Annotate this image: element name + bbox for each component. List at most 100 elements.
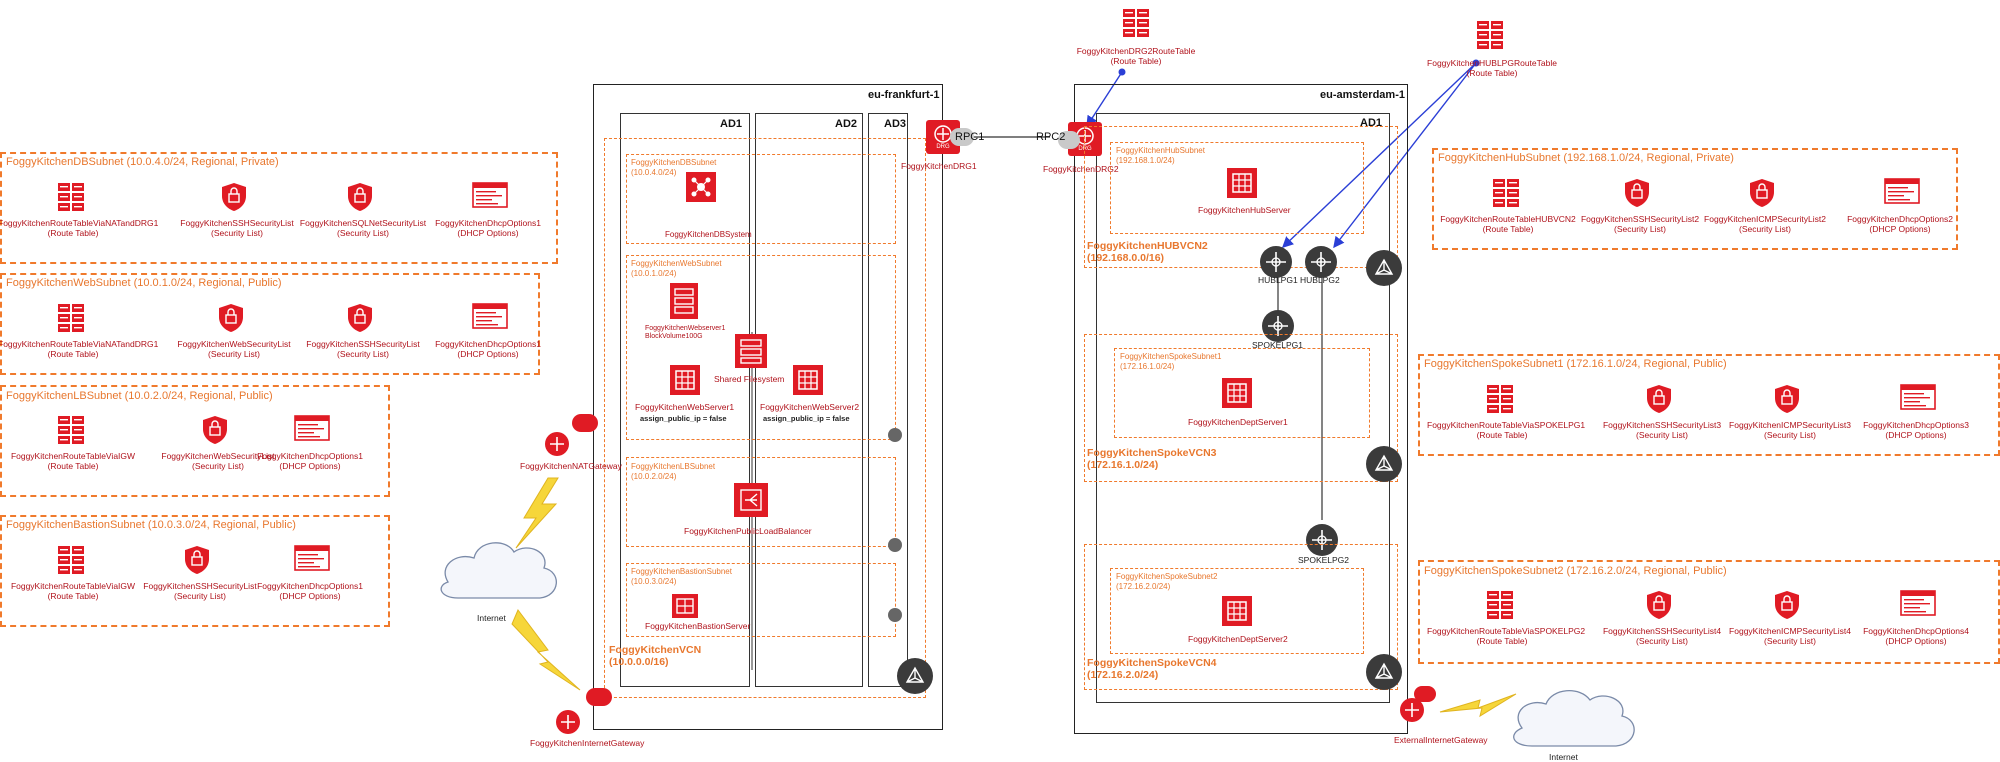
detail-item-caption: FoggyKitchenRouteTableViaIGW(Route Table…: [10, 451, 136, 471]
shared-filesystem-icon[interactable]: [735, 334, 767, 368]
assign-ip-label: assign_public_ip = false: [640, 414, 727, 423]
spoke2-subnet-box: [1110, 568, 1364, 654]
nat-gateway-icon[interactable]: [545, 432, 569, 456]
subnet-label: FoggyKitchenSpokeSubnet1(172.16.1.0/24): [1120, 352, 1222, 371]
node-label: FoggyKitchenHUBLPGRouteTable(Route Table…: [1427, 58, 1557, 78]
drg-badge: DRG: [936, 144, 950, 150]
lb-subnet-box: [626, 457, 896, 547]
spokelpg1-icon[interactable]: [1262, 310, 1294, 342]
hublpg1-icon[interactable]: [1260, 246, 1292, 278]
db-subnet-box: [626, 154, 896, 244]
assign-ip-label: assign_public_ip = false: [763, 414, 850, 423]
route-table-icon[interactable]: [1122, 8, 1150, 38]
hublpg2-icon[interactable]: [1305, 246, 1337, 278]
db-system-icon[interactable]: [686, 172, 716, 202]
shield-icon[interactable]: [202, 415, 228, 450]
dhcp-options-icon[interactable]: [472, 303, 508, 334]
shield-icon[interactable]: [1646, 384, 1672, 419]
web-subnet-box: [626, 255, 896, 440]
load-balancer-icon[interactable]: [734, 483, 768, 517]
node-label: Shared Filesystem: [714, 374, 785, 384]
lpg-label: HUBLPG2: [1300, 275, 1340, 285]
detail-item-caption: FoggyKitchenSSHSecurityList(Security Lis…: [143, 581, 257, 601]
shield-icon[interactable]: [221, 182, 247, 217]
dhcp-options-icon[interactable]: [294, 415, 330, 446]
dhcp-options-icon[interactable]: [1884, 178, 1920, 209]
detail-item-caption: FoggyKitchenSSHSecurityList(Security Lis…: [180, 218, 294, 238]
detail-item-caption: FoggyKitchenDhcpOptions3(DHCP Options): [1863, 420, 1969, 440]
hublpg-route-link-1: [1281, 62, 1477, 248]
route-table-icon[interactable]: [1486, 384, 1514, 419]
shield-icon[interactable]: [1749, 178, 1775, 213]
dhcp-options-icon[interactable]: [1900, 590, 1936, 621]
lightning-bolt-icon: [511, 609, 581, 691]
ad-label: AD3: [884, 118, 907, 130]
ad-label: AD1: [720, 118, 743, 130]
route-table-icon[interactable]: [57, 303, 85, 338]
lb-subnet-detail-box: [0, 385, 390, 497]
subnet-title: FoggyKitchenBastionSubnet (10.0.3.0/24, …: [6, 519, 296, 531]
vcn-label: FoggyKitchenSpokeVCN3(172.16.1.0/24): [1087, 447, 1217, 471]
webserver1-icon[interactable]: [670, 365, 700, 395]
vcn-label: FoggyKitchenVCN(10.0.0.0/16): [609, 644, 702, 668]
node-label: FoggyKitchenWebServer2: [760, 402, 860, 412]
shield-icon[interactable]: [1624, 178, 1650, 213]
route-table-icon[interactable]: [57, 545, 85, 580]
subnet-label: FoggyKitchenHubSubnet(192.168.1.0/24): [1116, 146, 1205, 165]
lock-icon: [888, 428, 902, 442]
rpc-label: RPC1: [955, 131, 985, 143]
webserver2-icon[interactable]: [793, 365, 823, 395]
detail-item-caption: FoggyKitchenDhcpOptions1(DHCP Options): [435, 218, 541, 238]
detail-item-caption: FoggyKitchenSSHSecurityList2(Security Li…: [1580, 214, 1700, 234]
dept-server1-icon[interactable]: [1222, 378, 1252, 408]
detail-item-caption: FoggyKitchenDhcpOptions1(DHCP Options): [257, 451, 363, 471]
region-frankfurt: [593, 84, 943, 730]
subnet-title: FoggyKitchenDBSubnet (10.0.4.0/24, Regio…: [6, 156, 279, 168]
internet-cloud-right: [1513, 690, 1635, 747]
dhcp-options-icon[interactable]: [1900, 384, 1936, 415]
shield-icon[interactable]: [1646, 590, 1672, 625]
detail-item-caption: FoggyKitchenDhcpOptions2(DHCP Options): [1847, 214, 1953, 234]
internet-gateway-icon[interactable]: [556, 710, 580, 734]
dept-server2-icon[interactable]: [1222, 596, 1252, 626]
route-table-icon[interactable]: [1476, 20, 1504, 50]
hub-server-icon[interactable]: [1227, 168, 1257, 198]
dhcp-options-icon[interactable]: [472, 182, 508, 213]
shield-icon[interactable]: [1774, 590, 1800, 625]
block-volume-icon[interactable]: [670, 283, 698, 319]
detail-item-caption: FoggyKitchenICMPSecurityList4(Security L…: [1729, 626, 1851, 646]
detail-item-caption: FoggyKitchenDhcpOptions1(DHCP Options): [257, 581, 363, 601]
subnet-title: FoggyKitchenWebSubnet (10.0.1.0/24, Regi…: [6, 277, 282, 289]
bastion-server-icon[interactable]: [672, 594, 698, 618]
shield-icon[interactable]: [184, 545, 210, 580]
lpg-label: SPOKELPG1: [1252, 340, 1304, 350]
subnet-label: FoggyKitchenSpokeSubnet2(172.16.2.0/24): [1116, 572, 1218, 591]
subnet-label: FoggyKitchenWebSubnet(10.0.1.0/24): [631, 259, 722, 278]
detail-item-caption: FoggyKitchenICMPSecurityList2(Security L…: [1704, 214, 1826, 234]
shield-icon[interactable]: [1774, 384, 1800, 419]
node-label: FoggyKitchenBastionServer: [645, 621, 751, 631]
node-label: FoggyKitchenNATGateway: [520, 461, 622, 471]
lpg-label: HUBLPG1: [1258, 275, 1298, 285]
shield-icon[interactable]: [347, 303, 373, 338]
internet-label: Internet: [477, 613, 506, 623]
route-table-icon[interactable]: [1486, 590, 1514, 625]
shield-icon[interactable]: [347, 182, 373, 217]
route-table-icon[interactable]: [57, 182, 85, 217]
route-table-icon[interactable]: [1492, 178, 1520, 213]
dhcp-options-icon[interactable]: [294, 545, 330, 576]
lock-icon: [888, 538, 902, 552]
region-label: eu-amsterdam-1: [1320, 89, 1405, 101]
detail-item-caption: FoggyKitchenRouteTableViaNATandDRG1(Rout…: [0, 339, 159, 359]
ad2-frankfurt: [755, 113, 863, 687]
node-label: FoggyKitchenPublicLoadBalancer: [684, 526, 812, 536]
external-internet-gateway-icon[interactable]: [1400, 698, 1424, 722]
spoke2-subnet-detail-box: [1418, 560, 2000, 664]
detail-item-caption: FoggyKitchenRouteTableHUBVCN2(Route Tabl…: [1440, 214, 1576, 234]
node-label: FoggyKitchenDeptServer1: [1188, 417, 1288, 427]
detail-item-caption: FoggyKitchenDhcpOptions4(DHCP Options): [1863, 626, 1969, 646]
shield-icon[interactable]: [218, 303, 244, 338]
route-table-icon[interactable]: [57, 415, 85, 450]
